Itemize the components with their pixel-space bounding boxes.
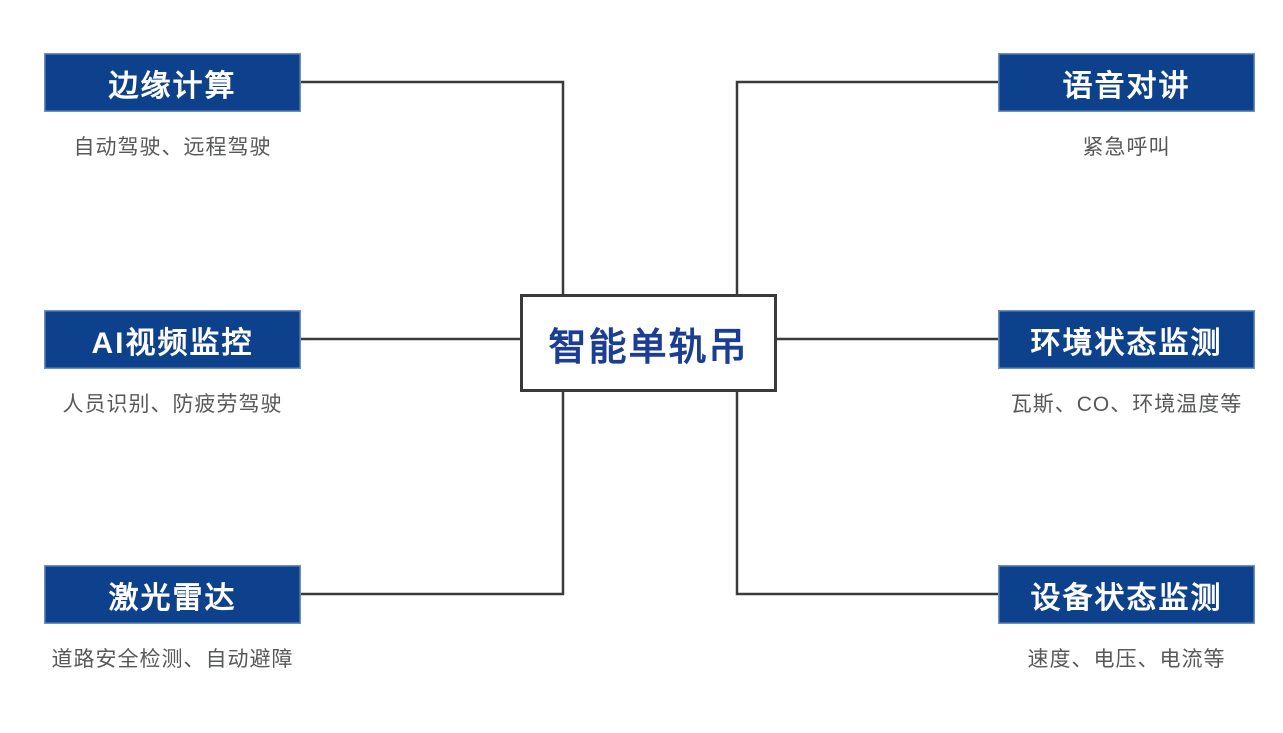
node-environment-status-monitoring-subtitle: 瓦斯、CO、环境温度等 [1010,393,1243,416]
node-equipment-status-monitoring-title: 设备状态监测 [998,565,1255,624]
node-edge-computing: 边缘计算 自动驾驶、远程驾驶 [44,53,301,161]
node-edge-computing-title: 边缘计算 [44,53,301,112]
node-lidar-title: 激光雷达 [44,565,301,624]
node-ai-video-surveillance-title: AI视频监控 [44,310,301,369]
node-voice-intercom-title: 语音对讲 [998,53,1255,112]
node-environment-status-monitoring-title: 环境状态监测 [998,310,1255,369]
node-lidar-subtitle: 道路安全检测、自动避障 [51,648,294,671]
connector-bottom-left [301,390,565,596]
connector-bottom-right [735,390,999,596]
node-voice-intercom: 语音对讲 紧急呼叫 [998,53,1255,161]
node-edge-computing-subtitle: 自动驾驶、远程驾驶 [73,136,272,159]
connector-top-right [735,80,999,296]
node-voice-intercom-subtitle: 紧急呼叫 [1082,136,1171,159]
node-ai-video-surveillance-subtitle: 人员识别、防疲劳驾驶 [62,393,283,416]
connector-top-left [301,80,565,296]
node-equipment-status-monitoring: 设备状态监测 速度、电压、电流等 [998,565,1255,673]
node-equipment-status-monitoring-subtitle: 速度、电压、电流等 [1027,648,1226,671]
node-environment-status-monitoring: 环境状态监测 瓦斯、CO、环境温度等 [998,310,1255,418]
node-lidar: 激光雷达 道路安全检测、自动避障 [44,565,301,673]
center-hub-title: 智能单轨吊 [548,326,749,369]
node-ai-video-surveillance: AI视频监控 人员识别、防疲劳驾驶 [44,310,301,418]
center-hub-box: 智能单轨吊 [520,294,777,392]
